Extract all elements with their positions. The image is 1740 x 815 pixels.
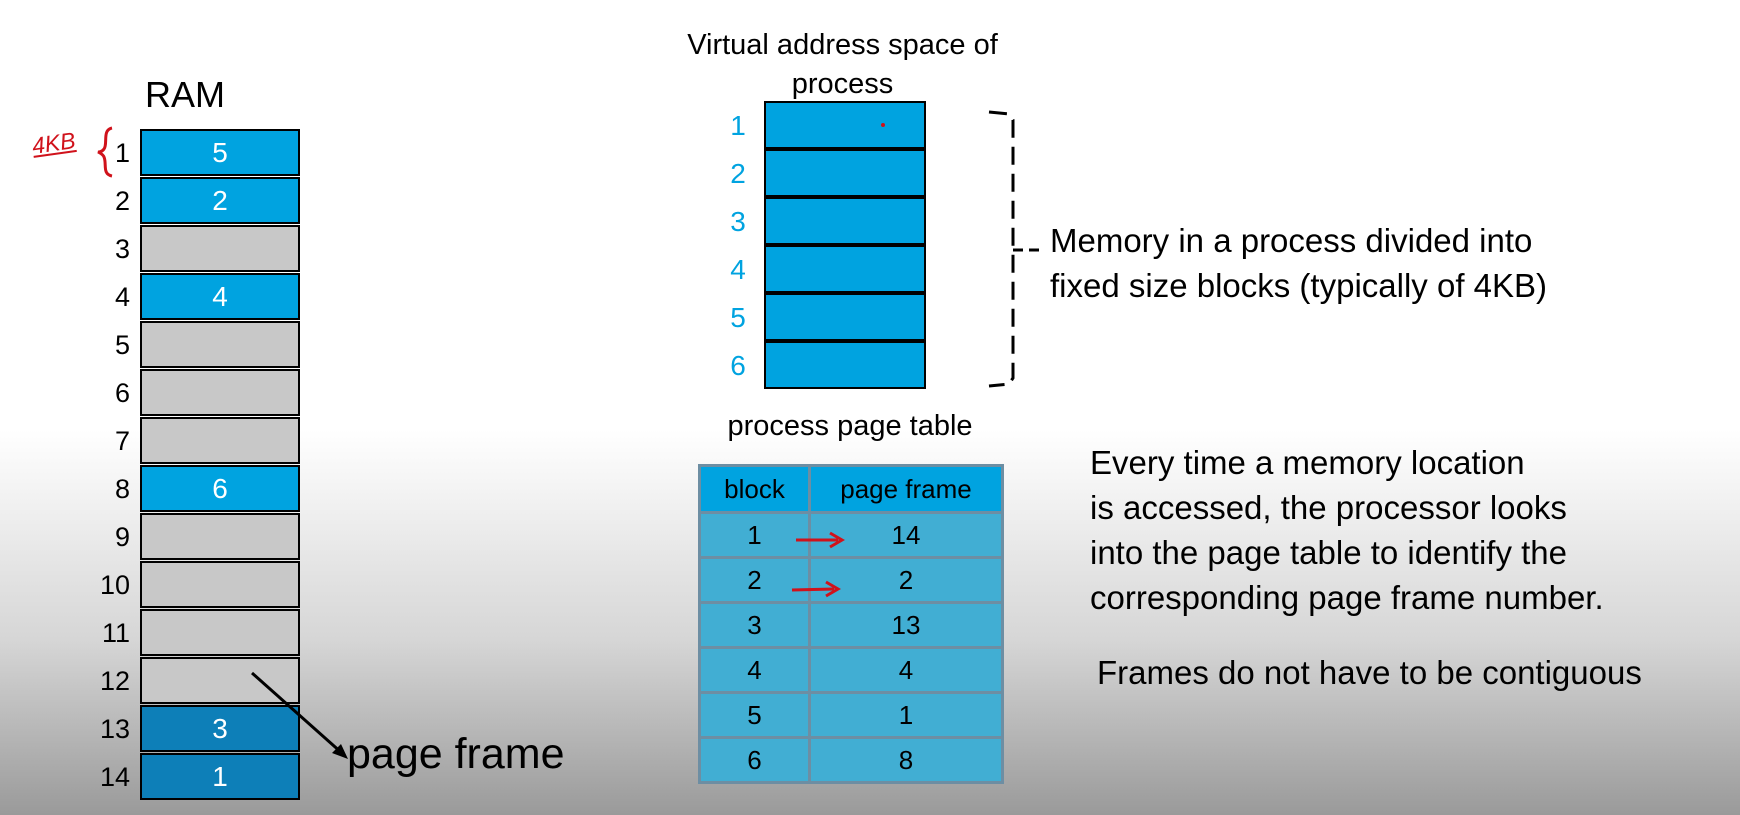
page-frame-cell: 14 <box>808 511 1004 559</box>
frame-number: 6 <box>114 378 130 408</box>
page-frame-cell: 2 <box>808 556 1004 604</box>
block-cell: 1 <box>698 511 811 559</box>
block-number: 3 <box>730 206 746 237</box>
page-frame-1: 5 <box>140 129 300 176</box>
page-frame-cell: 13 <box>808 601 1004 649</box>
page-frame-8: 6 <box>140 465 300 512</box>
page-frame-cell: 4 <box>808 646 1004 694</box>
block-cell: 2 <box>698 556 811 604</box>
page-frame-2: 2 <box>140 177 300 224</box>
page-frame-arrow <box>251 671 348 759</box>
page-table-header-row: block page frame <box>698 464 1004 514</box>
virtual-space-title: Virtual address space of process <box>687 29 998 100</box>
frame-number: 1 <box>114 138 130 168</box>
block-bracket <box>988 110 1040 388</box>
frame-number: 11 <box>101 618 130 648</box>
access-note-line: into the page table to identify the <box>1090 534 1568 571</box>
page-frame-14: 1 <box>140 753 300 800</box>
block-number: 2 <box>730 158 746 189</box>
memory-note-line: Memory in a process divided into <box>1050 222 1533 259</box>
page-frame-label: page frame <box>347 730 565 778</box>
block-cell: 6 <box>698 736 811 784</box>
block-number: 5 <box>730 302 746 333</box>
frame-number: 7 <box>114 426 130 456</box>
page-table-title: process page table <box>727 410 973 442</box>
column-header-page-frame: page frame <box>808 464 1004 514</box>
access-note-line: is accessed, the processor looks <box>1090 489 1567 526</box>
virtual-block-2 <box>764 149 926 197</box>
frame-number: 3 <box>114 234 130 264</box>
frame-number: 10 <box>99 570 130 600</box>
virtual-block-4 <box>764 245 926 293</box>
block-number: 4 <box>730 254 746 285</box>
red-dot <box>881 123 885 127</box>
page-frame-3 <box>140 225 300 272</box>
access-note-line: corresponding page frame number. <box>1090 579 1604 616</box>
virtual-block-1 <box>764 101 926 149</box>
page-frame-cell: 1 <box>808 691 1004 739</box>
access-note: Every time a memory location is accessed… <box>1090 440 1604 620</box>
virtual-block-5 <box>764 293 926 341</box>
frame-number: 12 <box>99 666 130 696</box>
block-number: 6 <box>730 350 746 381</box>
page-frame-10 <box>140 561 300 608</box>
page-frame-7 <box>140 417 300 464</box>
page-frame-cell: 8 <box>808 736 1004 784</box>
page-frame-4: 4 <box>140 273 300 320</box>
memory-note: Memory in a process divided into fixed s… <box>1050 218 1547 308</box>
frame-number: 13 <box>99 714 130 744</box>
access-note-line: Every time a memory location <box>1090 444 1525 481</box>
block-cell: 4 <box>698 646 811 694</box>
block-number: 1 <box>730 110 746 141</box>
frame-number: 5 <box>114 330 130 360</box>
page-frame-11 <box>140 609 300 656</box>
virtual-block-6 <box>764 341 926 389</box>
contiguous-note: Frames do not have to be contiguous <box>1097 654 1642 691</box>
ram-title: RAM <box>145 74 225 115</box>
frame-number: 8 <box>114 474 130 504</box>
virtual-block-3 <box>764 197 926 245</box>
memory-note-line: fixed size blocks (typically of 4KB) <box>1050 267 1548 304</box>
frame-number: 14 <box>99 762 130 792</box>
annotation-brace <box>97 126 113 178</box>
annotation-arrows <box>791 531 845 598</box>
block-cell: 5 <box>698 691 811 739</box>
page-frame-12 <box>140 657 300 704</box>
column-header-block: block <box>698 464 811 514</box>
page-frame-13: 3 <box>140 705 300 752</box>
frame-number: 4 <box>114 282 130 312</box>
page-frame-9 <box>140 513 300 560</box>
frame-number: 2 <box>114 186 130 216</box>
page-frame-6 <box>140 369 300 416</box>
frame-number: 9 <box>114 522 130 552</box>
size-annotation: 4KB <box>30 127 78 159</box>
block-cell: 3 <box>698 601 811 649</box>
page-frame-5 <box>140 321 300 368</box>
